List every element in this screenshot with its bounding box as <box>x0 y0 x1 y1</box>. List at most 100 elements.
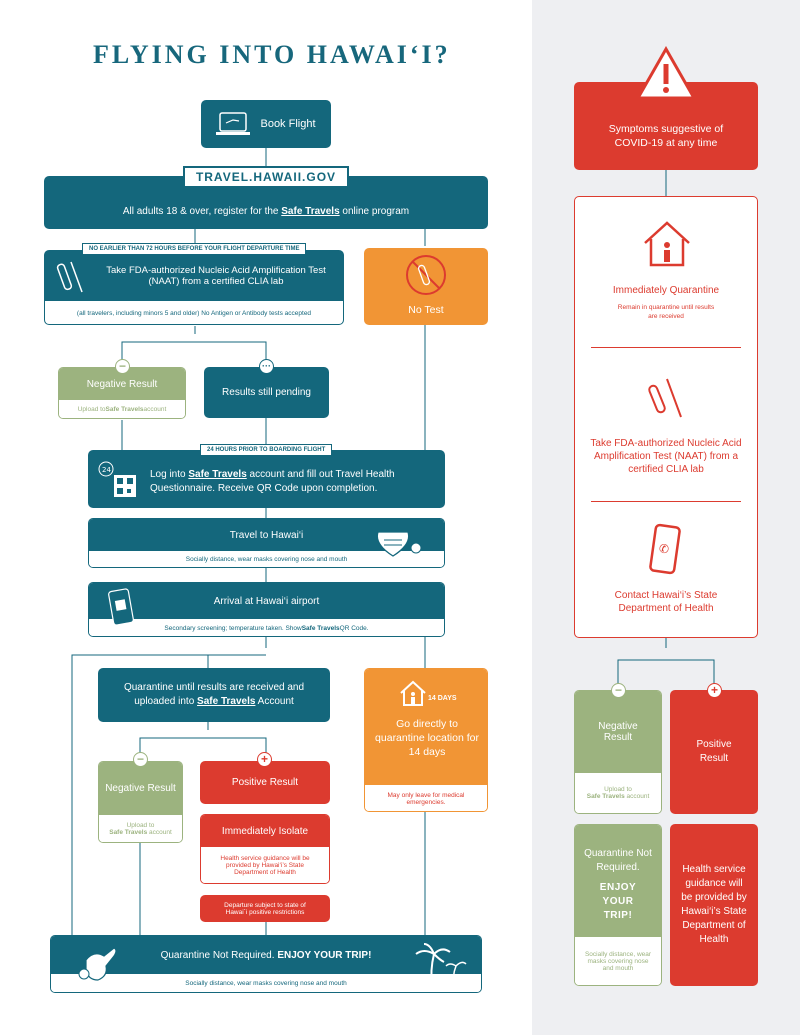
login-text: Log into Safe Travels account and fill o… <box>150 468 435 496</box>
laptop-icon <box>216 112 251 135</box>
mask-icon <box>376 531 422 557</box>
minus-icon-2: − <box>133 752 148 767</box>
qu-pre: Quarantine until results are received an… <box>123 682 305 707</box>
naat-sub: (all travelers, including minors 5 and o… <box>45 301 343 324</box>
house-icon <box>400 680 426 706</box>
14-days-label: Go directly to quarantine location for 1… <box>375 718 479 758</box>
qu-link[interactable]: Safe Travels <box>197 696 256 707</box>
14-days-badge: 14 DAYS <box>428 695 457 702</box>
departure-box: Departure subject to state of Hawai`i po… <box>200 895 330 922</box>
arrival-label: Arrival at Hawai‘i airport <box>89 583 444 619</box>
neg-sub-pre: Upload to <box>77 405 106 413</box>
no-test-box: No Test <box>364 248 488 325</box>
right-minus-icon: − <box>611 683 626 698</box>
book-flight-label: Book Flight <box>260 118 316 130</box>
negative-result-2-box: Negative Result Upload to Safe Travels a… <box>98 761 183 843</box>
safe-travels-link[interactable]: Safe Travels <box>281 205 340 217</box>
warning-icon <box>635 46 697 100</box>
tag-24-hours: 24 HOURS PRIOR TO BOARDING FLIGHT <box>200 444 333 456</box>
isolate-label: Immediately Isolate <box>201 815 329 847</box>
right-steps-box: Immediately Quarantine Remain in quarant… <box>574 196 758 638</box>
right-negative-box: Negative Result Upload to Safe Travels a… <box>574 690 662 814</box>
register-pre: All adults 18 & over, register for the <box>122 205 279 217</box>
divider-1 <box>591 347 741 348</box>
phone-qr-icon <box>108 588 134 626</box>
arrival-sub-pre: Secondary screening; temperature taken. … <box>164 624 302 632</box>
qr-code-icon: 24 <box>98 461 136 497</box>
14-days-sub: May only leave for medical emergencies. <box>365 785 487 811</box>
arrival-sub-post: QR Code. <box>339 624 369 632</box>
positive-result-box: Positive Result <box>200 761 330 804</box>
register-text: All adults 18 & over, register for the S… <box>44 200 488 222</box>
right-health-box: Health service guidance will be provided… <box>670 824 758 986</box>
arrival-sub: Secondary screening; temperature taken. … <box>89 619 444 636</box>
right-qnr-sub: Socially distance, wear masks covering n… <box>575 937 661 985</box>
neg-sub-link[interactable]: Safe Travels <box>105 405 144 413</box>
plus-icon: + <box>257 752 272 767</box>
login-pre: Log into <box>150 469 189 480</box>
right-enjoy-label: ENJOY YOUR TRIP! <box>599 882 637 921</box>
final-sub: Socially distance, wear masks covering n… <box>51 974 481 992</box>
login-safe-travels-link[interactable]: Safe Travels <box>188 469 247 480</box>
neg-sub-post: account <box>143 405 167 413</box>
negative-result-box: Negative Result Upload to Safe Travels a… <box>58 367 186 419</box>
no-test-label: No Test <box>408 304 444 316</box>
svg-text:✆: ✆ <box>659 542 669 556</box>
right-negative-label: Negative Result <box>575 691 661 773</box>
minus-icon: − <box>115 359 130 374</box>
final-label: Quarantine Not Required. ENJOY YOUR TRIP… <box>51 936 481 974</box>
register-post: online program <box>342 205 410 217</box>
final-pre: Quarantine Not Required. <box>160 949 275 961</box>
arrival-sub-link[interactable]: Safe Travels <box>301 624 340 632</box>
no-test-icon <box>406 255 446 295</box>
book-flight-box: Book Flight <box>201 100 331 148</box>
negative-result-sub: Upload to Safe Travels account <box>59 400 185 418</box>
isolate-box: Immediately Isolate Health service guida… <box>200 814 330 884</box>
right-neg-sub-link[interactable]: Safe Travels <box>586 793 625 800</box>
tag-72-hours: NO EARLIER THAN 72 HOURS BEFORE YOUR FLI… <box>82 243 307 255</box>
results-pending-box: Results still pending <box>204 367 329 418</box>
palm-trees-icon <box>415 943 467 989</box>
divider-2 <box>591 501 741 502</box>
14-days-box: 14 DAYS Go directly to quarantine locati… <box>364 668 488 812</box>
neg2-sub-pre: Upload to <box>126 822 155 829</box>
right-contact-label: Contact Hawai‘i’s State Department of He… <box>614 590 718 614</box>
negative-result-2-label: Negative Result <box>99 762 182 815</box>
quarantine-until-box: Quarantine until results are received an… <box>98 668 330 722</box>
svg-text:24: 24 <box>102 466 111 474</box>
login-mid: account and fill out Travel Health Quest… <box>150 469 395 494</box>
right-naat-label: Take FDA-authorized Nucleic Acid Amplifi… <box>590 438 742 475</box>
right-negative-sub: Upload to Safe Travels account <box>575 773 661 813</box>
neg2-sub-link[interactable]: Safe Travels <box>109 829 148 836</box>
right-neg-sub-post: account <box>624 793 650 800</box>
right-qnr-box: Quarantine Not Required. ENJOY YOUR TRIP… <box>574 824 662 986</box>
arrival-box: Arrival at Hawai‘i airport Secondary scr… <box>88 582 445 637</box>
phone-icon: ✆ <box>649 523 681 575</box>
travel-hawaii-url[interactable]: TRAVEL.HAWAII.GOV <box>183 166 349 188</box>
page-title: FLYING INTO HAWAI‘I? <box>93 40 451 69</box>
final-bold: ENJOY YOUR TRIP! <box>277 949 372 961</box>
quarantine-house-icon <box>644 221 690 267</box>
neg2-sub-post: account <box>147 829 172 836</box>
right-qnr-label: Quarantine Not Required. <box>584 848 652 873</box>
right-neg-sub-pre: Upload to <box>604 786 632 793</box>
right-positive-box: Positive Result <box>670 690 758 814</box>
login-box: Log into Safe Travels account and fill o… <box>88 450 445 508</box>
right-quarantine-label: Immediately Quarantine <box>612 285 720 296</box>
right-plus-icon: + <box>707 683 722 698</box>
symptoms-label: Symptoms suggestive of COVID-19 at any t… <box>608 123 724 149</box>
shaka-hand-icon <box>78 947 117 981</box>
qu-post: Account <box>255 696 294 707</box>
naat-text: Take FDA-authorized Nucleic Acid Amplifi… <box>106 265 326 287</box>
right-test-tube-icon <box>648 378 682 418</box>
isolate-sub: Health service guidance will be provided… <box>201 847 329 883</box>
right-qnr-top: Quarantine Not Required. ENJOY YOUR TRIP… <box>575 825 661 937</box>
travel-sub: Socially distance, wear masks covering n… <box>89 551 444 567</box>
ellipsis-icon: ··· <box>259 359 274 374</box>
test-tube-icon <box>56 261 83 293</box>
negative-result-2-sub: Upload to Safe Travels account <box>99 815 182 842</box>
right-quarantine-sub: Remain in quarantine until results are r… <box>617 304 715 320</box>
14-days-top: 14 DAYS Go directly to quarantine locati… <box>365 669 487 785</box>
negative-result-label: Negative Result <box>59 368 185 400</box>
